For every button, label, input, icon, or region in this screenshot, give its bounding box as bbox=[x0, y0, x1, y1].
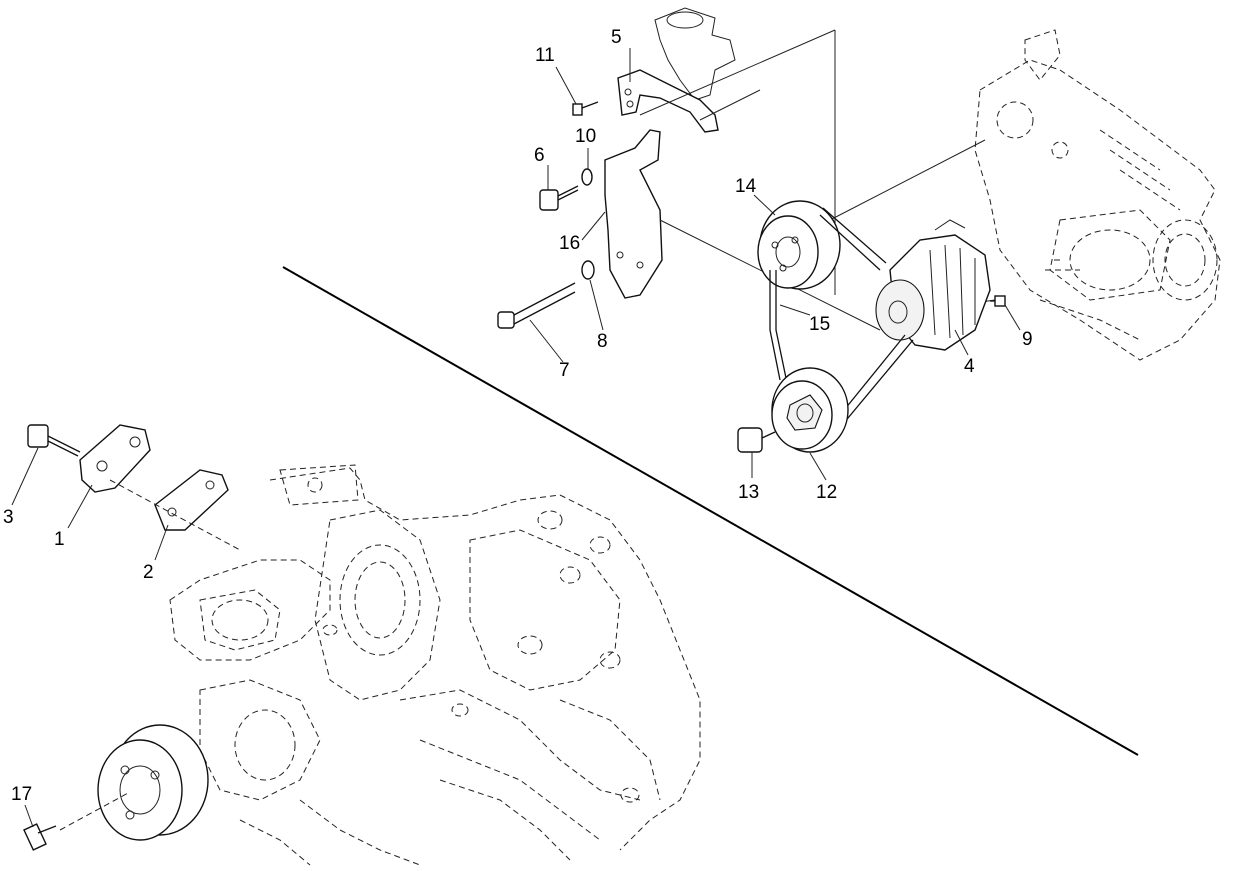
washer-10-drawing bbox=[581, 168, 593, 186]
callout-label-17: 17 bbox=[11, 784, 33, 805]
lower-pulley-drawing bbox=[59, 724, 209, 841]
callout-label-15: 15 bbox=[809, 314, 831, 335]
alternator-4-drawing bbox=[875, 219, 991, 351]
callout-label-11: 11 bbox=[535, 45, 555, 66]
callout-leader-lines bbox=[11, 48, 1021, 828]
callout-label-16: 16 bbox=[559, 233, 581, 254]
gasket-2-drawing bbox=[109, 469, 241, 551]
bracket-16-drawing bbox=[604, 129, 663, 299]
engine-right-drawing bbox=[974, 29, 1221, 361]
bolt-6-drawing bbox=[539, 185, 579, 211]
section-divider-line bbox=[282, 266, 1139, 756]
callout-label-1: 1 bbox=[54, 529, 65, 550]
callout-label-4: 4 bbox=[964, 356, 975, 377]
bolt-7-drawing bbox=[497, 282, 576, 329]
thermostat-housing-drawing bbox=[654, 7, 736, 101]
callout-label-7: 7 bbox=[559, 360, 570, 381]
callout-label-6: 6 bbox=[534, 145, 545, 166]
callout-label-2: 2 bbox=[143, 562, 154, 583]
cover-plate-1-drawing bbox=[79, 424, 151, 493]
bolt-13-drawing bbox=[737, 427, 776, 453]
bolt-17-drawing bbox=[23, 823, 57, 851]
callout-1-label-3: 3 bbox=[3, 507, 14, 528]
bolt-11-drawing bbox=[572, 101, 599, 116]
callout-label-13: 13 bbox=[738, 482, 760, 503]
crank-pulley-12-drawing bbox=[771, 367, 849, 453]
callout-label-12: 12 bbox=[816, 482, 838, 503]
water-pump-pulley-14-drawing bbox=[757, 200, 841, 290]
callout-label-10: 10 bbox=[575, 126, 597, 147]
bracket-5-drawing bbox=[617, 69, 719, 133]
engine-block-drawing bbox=[169, 464, 701, 866]
callout-label-8: 8 bbox=[597, 331, 608, 352]
callout-label-14: 14 bbox=[735, 176, 757, 197]
bolt-9-drawing bbox=[990, 295, 1006, 307]
v-belt-15-drawing bbox=[769, 207, 914, 431]
washer-8-drawing bbox=[581, 260, 595, 280]
callout-label-9: 9 bbox=[1022, 329, 1033, 350]
bolt-3-drawing bbox=[27, 424, 81, 457]
callout-label-5: 5 bbox=[611, 27, 622, 48]
